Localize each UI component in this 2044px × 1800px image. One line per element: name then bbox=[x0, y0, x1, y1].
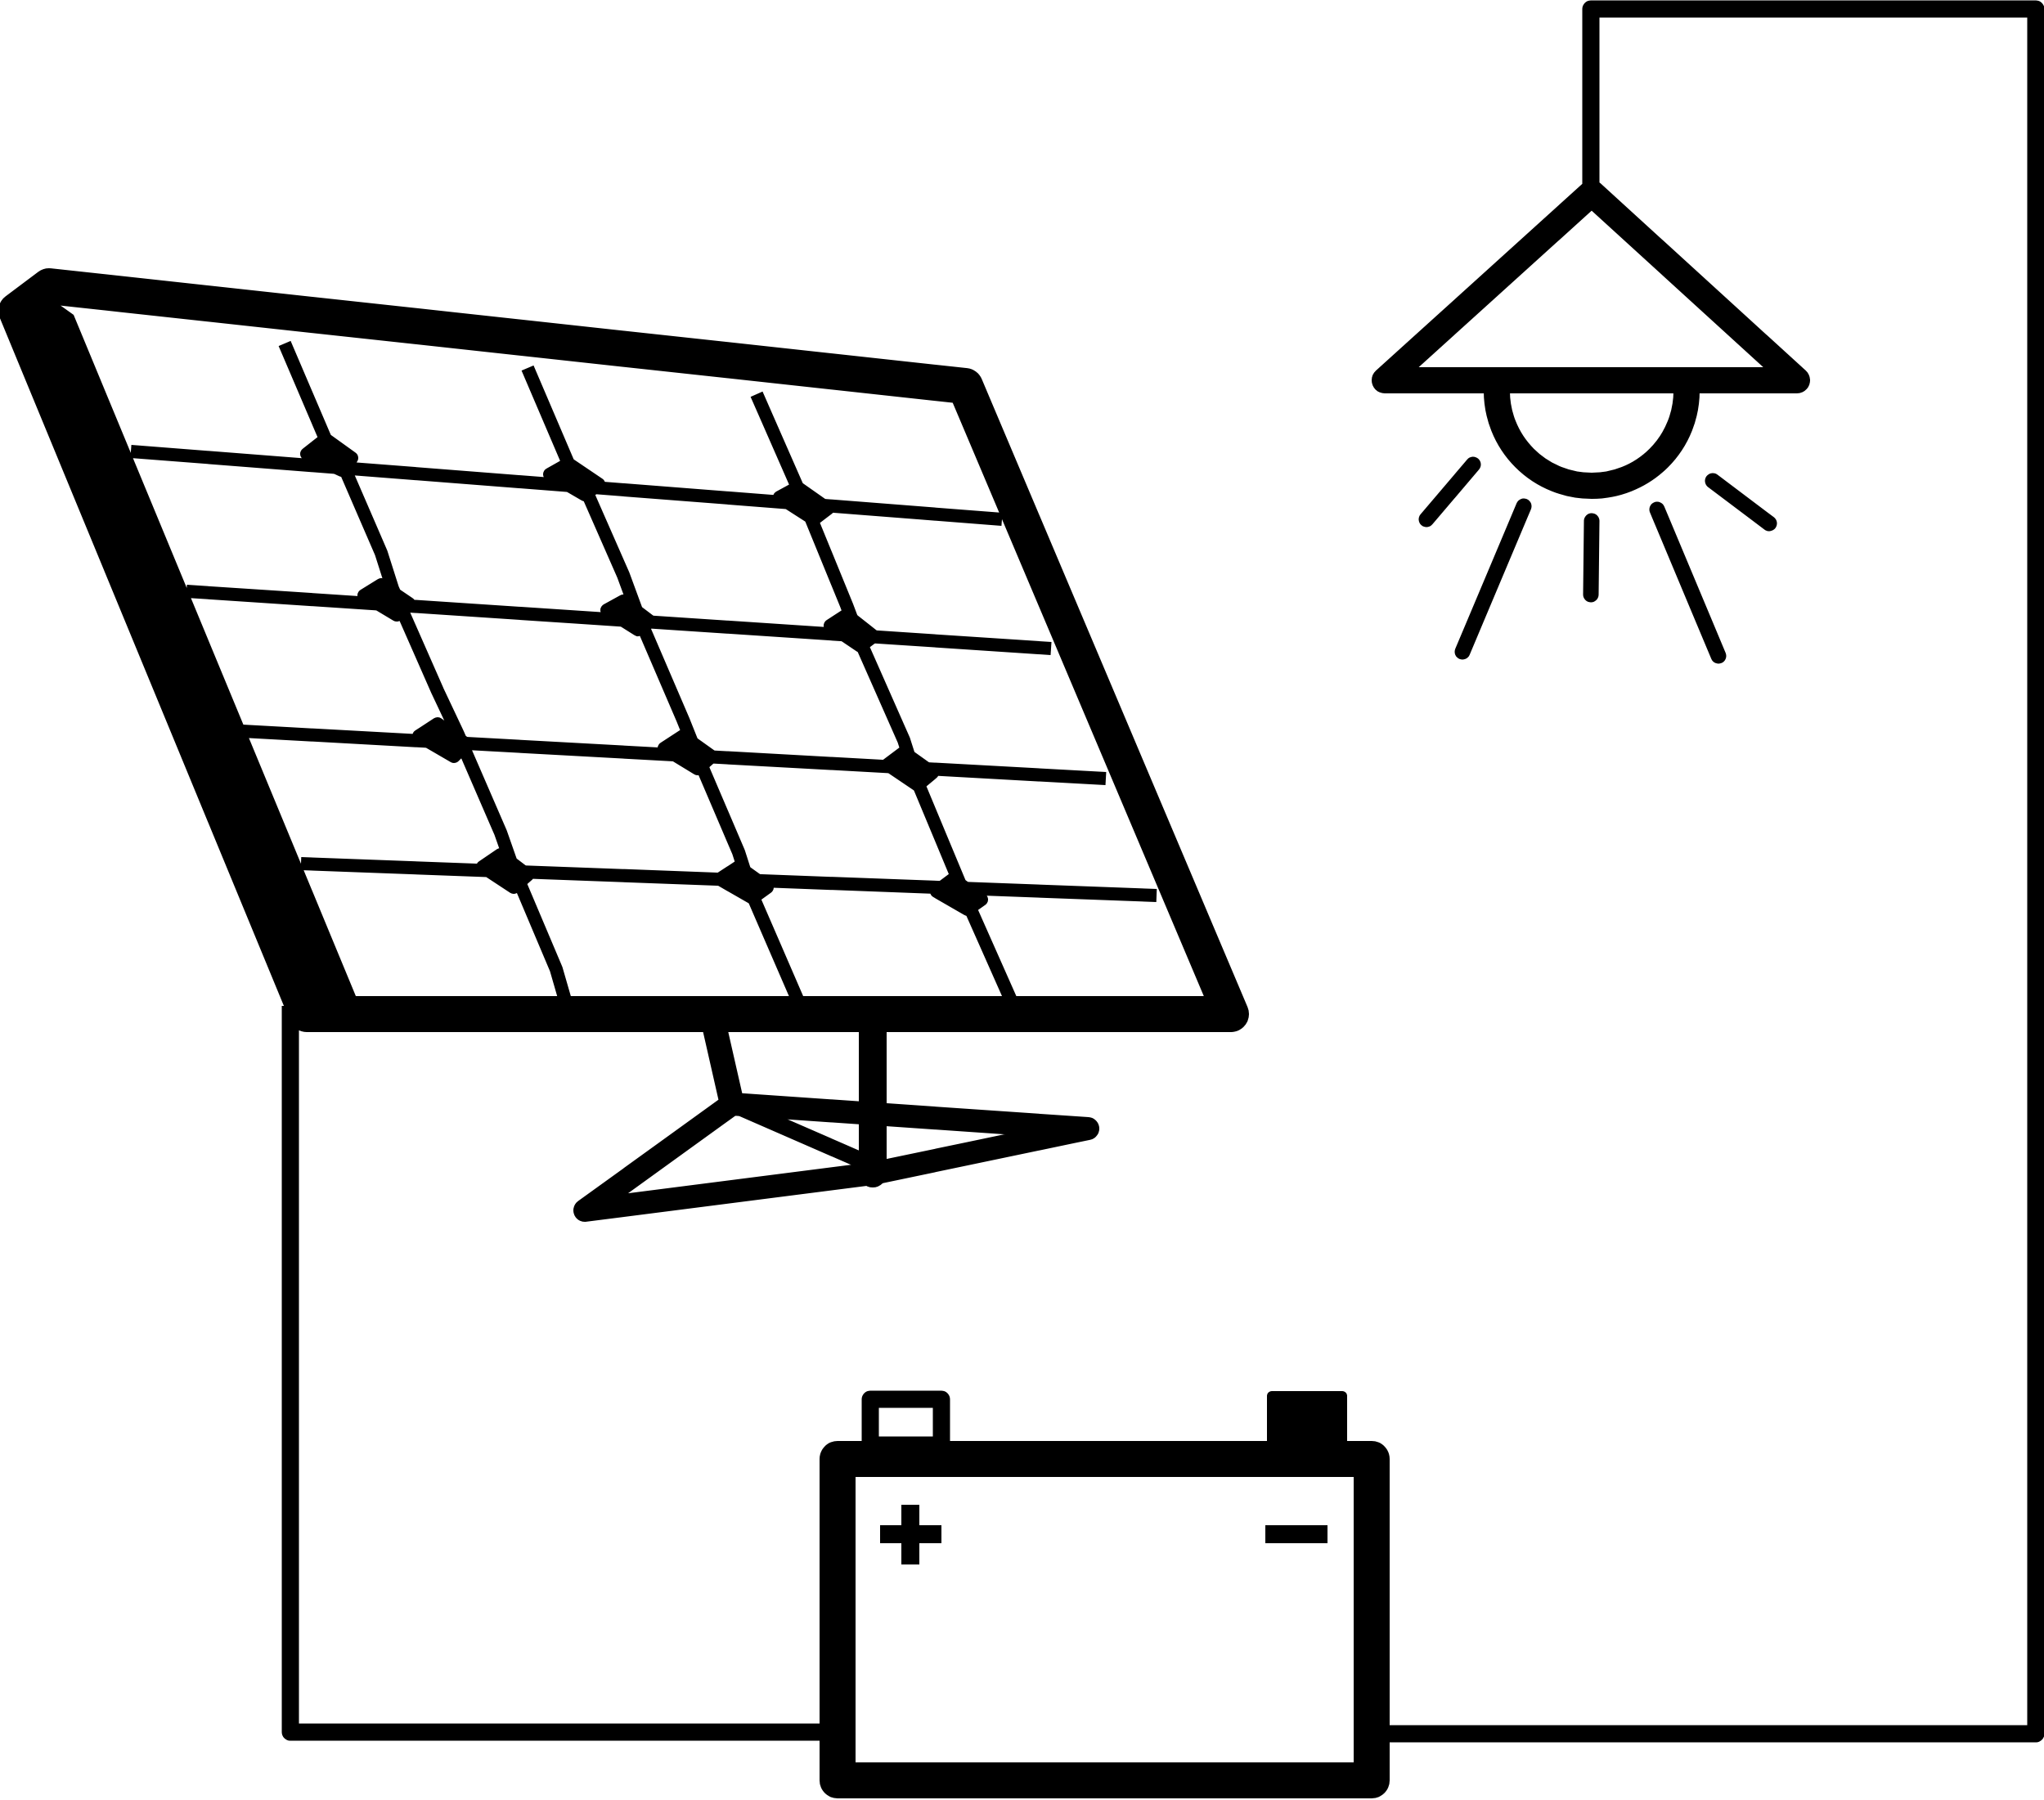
light-ray bbox=[1705, 473, 1777, 532]
lamp-bulb bbox=[1484, 378, 1700, 499]
light-ray bbox=[1418, 456, 1481, 527]
cell-joint bbox=[300, 433, 358, 477]
lamp-light-rays bbox=[1418, 456, 1777, 664]
cell-joint bbox=[881, 746, 939, 792]
light-ray bbox=[1454, 498, 1532, 660]
cell-joint bbox=[476, 848, 534, 894]
cell-joint bbox=[658, 729, 718, 775]
cell-joint bbox=[713, 860, 774, 904]
tripod-stand-icon bbox=[573, 1000, 1099, 1222]
cell-joint bbox=[543, 457, 605, 501]
cell-joint bbox=[773, 481, 834, 526]
battery-body bbox=[820, 1441, 1390, 1798]
stand-leg-front bbox=[699, 1002, 744, 1116]
battery-icon bbox=[820, 1390, 1390, 1798]
battery-negative-terminal bbox=[1267, 1391, 1347, 1448]
cell-joint bbox=[824, 608, 880, 653]
solar-panel-icon bbox=[0, 268, 1249, 1032]
wire-panel-to-battery bbox=[281, 1006, 826, 1741]
solar-cell-grid bbox=[130, 340, 1157, 1011]
light-ray bbox=[1649, 501, 1727, 664]
battery-minus-sign bbox=[1265, 1525, 1327, 1543]
battery-positive-terminal bbox=[861, 1390, 950, 1454]
lamp-shade bbox=[1372, 180, 1810, 393]
wire-battery-to-lamp bbox=[1382, 0, 2044, 1743]
light-bulb-icon bbox=[1372, 180, 1810, 664]
cell-joint bbox=[930, 873, 988, 916]
battery-plus-sign bbox=[880, 1505, 941, 1564]
cell-joint bbox=[412, 717, 473, 763]
circuit-wires bbox=[281, 0, 2044, 1743]
stand-brace bbox=[724, 1096, 881, 1174]
solar-panel-edge bbox=[4, 294, 360, 1014]
cell-joint bbox=[357, 578, 416, 622]
cell-joint bbox=[600, 595, 657, 636]
light-ray bbox=[1583, 513, 1600, 603]
